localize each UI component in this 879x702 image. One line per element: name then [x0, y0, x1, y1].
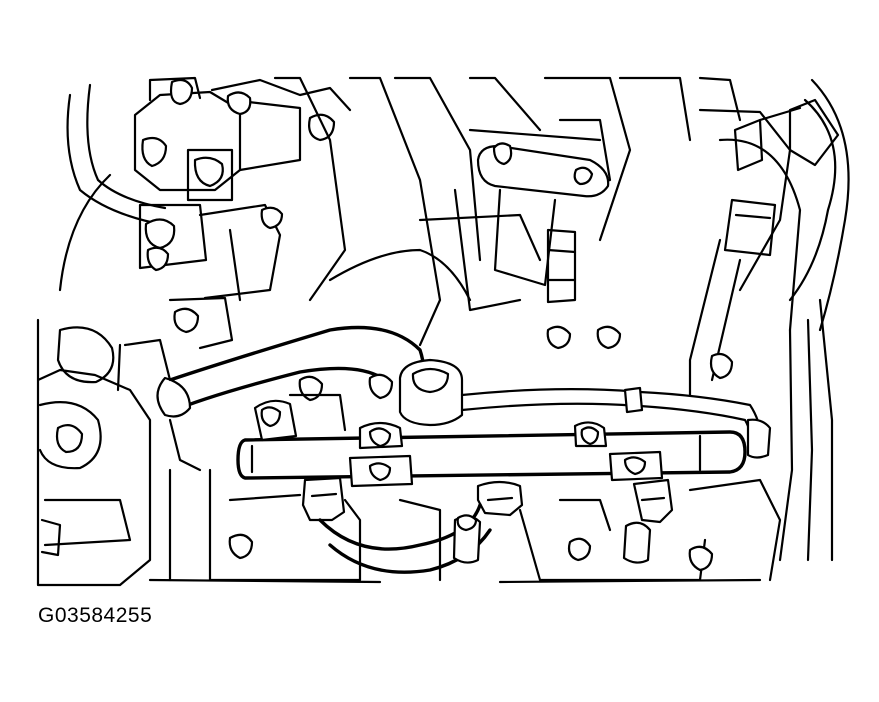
engine-block-background: [36, 76, 850, 587]
figure-code-label: G03584255: [38, 604, 153, 627]
fuel-injectors: [301, 476, 674, 564]
fuel-rail: [236, 399, 747, 488]
lower-engine-block: [148, 468, 782, 584]
